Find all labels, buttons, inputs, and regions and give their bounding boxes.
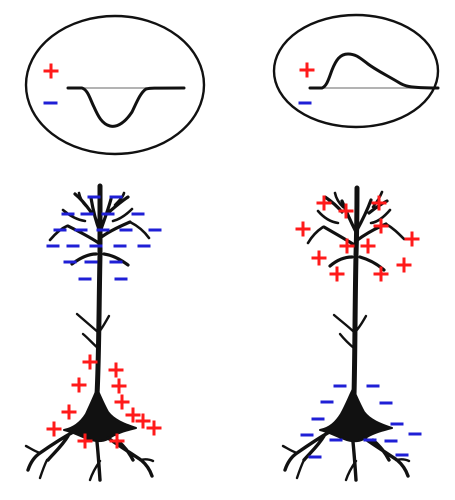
- left-oblique-dendrites: [75, 312, 111, 351]
- right-oblique-dendrites: [332, 313, 368, 351]
- right-neuron: [281, 185, 411, 482]
- left-recording-panel: [24, 14, 206, 156]
- right-dendrite-positive-charges: [295, 195, 420, 282]
- right-recording-oval: [272, 13, 440, 129]
- right-basal-fine-branches: [281, 444, 411, 482]
- left-soma-positive-charges: [46, 354, 162, 449]
- left-neuron: [24, 183, 155, 482]
- right-soma-negative-charges: [300, 384, 422, 459]
- right-apical-dendrite: [351, 185, 360, 398]
- left-dendrite-negative-charges: [46, 195, 162, 281]
- left-legend-plus-icon: [43, 63, 59, 79]
- right-soma: [319, 388, 393, 443]
- right-recording-panel: [272, 13, 440, 129]
- right-positive-waveform: [308, 52, 440, 90]
- left-negative-waveform: [66, 86, 186, 128]
- left-recording-oval: [24, 14, 206, 156]
- left-soma: [63, 388, 137, 443]
- left-apical-dendrite: [94, 183, 103, 398]
- left-basal-fine-branches: [24, 444, 155, 482]
- right-legend-plus-icon: [299, 62, 315, 78]
- left-fine-branches: [48, 191, 151, 242]
